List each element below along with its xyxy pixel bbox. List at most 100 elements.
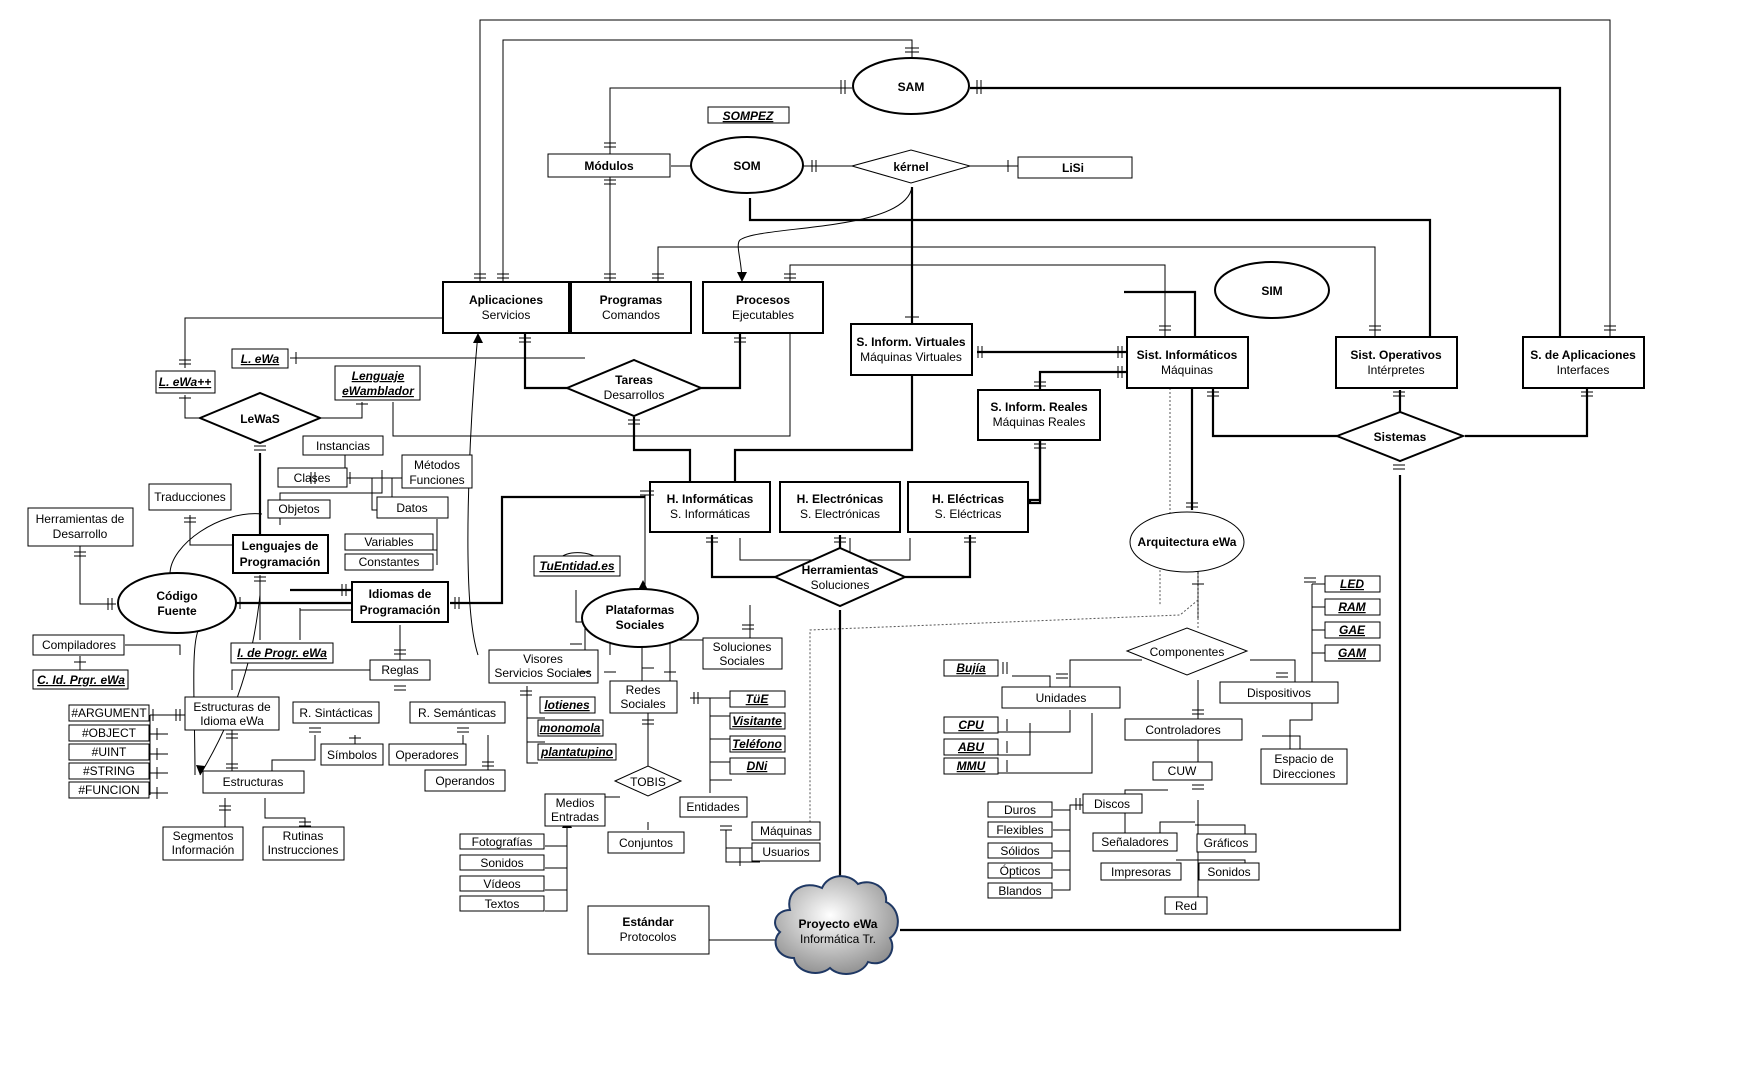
svg-text:Sistemas: Sistemas [1374,430,1427,444]
svg-text:Señaladores: Señaladores [1101,835,1168,849]
entity-programas: Programas Comandos [570,281,692,334]
svg-text:Soluciones: Soluciones [811,578,870,592]
entity-sist-operativos: Sist. Operativos Intérpretes [1335,336,1458,389]
svg-text:#UINT: #UINT [92,745,127,759]
svg-text:Desarrollos: Desarrollos [604,388,665,402]
svg-text:Reglas: Reglas [381,663,418,677]
svg-text:GAE: GAE [1339,623,1366,637]
relation-sistemas: Sistemas [1334,410,1466,463]
entity-soluciones-sociales: Soluciones Sociales [702,637,783,670]
svg-text:Datos: Datos [396,501,427,515]
svg-text:Programación: Programación [240,555,321,569]
relation-herramientas: Herramientas Soluciones [772,546,908,608]
attr-discos-tipos: Duros Flexibles Sólidos Ópticos Blandos [987,801,1053,899]
svg-text:R. Semánticas: R. Semánticas [418,706,496,720]
svg-text:eWamblador: eWamblador [342,384,415,398]
svg-text:Sonidos: Sonidos [480,856,523,870]
entity-discos: Discos [1082,793,1143,814]
entity-estructuras-idioma: Estructuras de Idioma eWa [184,696,280,731]
entity-cuw: CUW [1152,761,1213,781]
svg-text:Variables: Variables [364,535,413,549]
attr-i-de-progr: I. de Progr. eWa [230,642,334,664]
svg-text:Sociales: Sociales [719,654,764,668]
svg-text:S. Inform. Reales: S. Inform. Reales [990,400,1088,414]
svg-text:Vídeos: Vídeos [483,877,520,891]
entity-s-inform-virtuales: S. Inform. Virtuales Máquinas Virtuales [850,323,973,376]
attr-bujia: Bujía [943,659,999,677]
svg-text:Controladores: Controladores [1145,723,1220,737]
svg-text:TüE: TüE [746,692,770,706]
svg-text:ABU: ABU [957,740,984,754]
svg-text:Entradas: Entradas [551,810,599,824]
attr-lenguaje-ewamblador: Lenguaje eWamblador [334,365,421,401]
connectors-thick [230,86,1589,932]
entity-estandar: Estándar Protocolos [587,905,710,955]
attr-servicios-sociales: lotienes monomola plantatupino [537,696,617,761]
svg-text:Desarrollo: Desarrollo [53,527,108,541]
svg-text:GAM: GAM [1338,646,1367,660]
entity-instancias: Instancias [302,435,384,456]
svg-text:H. Informáticas: H. Informáticas [667,492,754,506]
svg-text:TuEntidad.es: TuEntidad.es [539,559,614,573]
svg-text:Herramientas de: Herramientas de [36,512,125,526]
svg-text:Soluciones: Soluciones [713,640,772,654]
svg-text:Usuarios: Usuarios [762,845,809,859]
attr-sompez: SOMPEZ [707,106,790,124]
svg-text:Máquinas: Máquinas [1161,363,1213,377]
svg-text:SOMPEZ: SOMPEZ [723,109,774,123]
svg-text:Estándar: Estándar [622,915,674,929]
svg-text:Sist. Operativos: Sist. Operativos [1350,348,1442,362]
svg-text:Procesos: Procesos [736,293,790,307]
entity-traducciones: Traducciones [148,483,232,511]
svg-text:Métodos: Métodos [414,458,460,472]
relation-componentes: Componentes [1125,627,1249,676]
entity-conjuntos: Conjuntos [607,831,685,854]
svg-text:S. de Aplicaciones: S. de Aplicaciones [1530,348,1636,362]
svg-text:S. Informáticas: S. Informáticas [670,507,750,521]
svg-text:Sonidos: Sonidos [1207,865,1250,879]
svg-text:plantatupino: plantatupino [540,745,613,759]
svg-text:Máquinas Reales: Máquinas Reales [993,415,1086,429]
relation-tobis: TOBIS [613,765,683,797]
svg-text:CPU: CPU [958,718,984,732]
svg-text:SIM: SIM [1261,284,1282,298]
entity-lisi: LiSi [1017,156,1133,179]
svg-text:Componentes: Componentes [1150,645,1225,659]
entity-simbolos: Símbolos [320,743,384,766]
svg-text:#STRING: #STRING [83,764,135,778]
svg-text:L. eWa++: L. eWa++ [159,375,211,389]
svg-text:Gráficos: Gráficos [1204,836,1249,850]
entity-lenguajes-programacion: Lenguajes de Programación [232,534,329,574]
svg-text:#OBJECT: #OBJECT [82,726,137,740]
svg-text:Fotografías: Fotografías [472,835,533,849]
entity-usuarios: Usuarios [751,842,821,862]
svg-text:Impresoras: Impresoras [1111,865,1171,879]
attr-dispositivos: LED RAM GAE GAM [1324,575,1381,662]
svg-text:Visitante: Visitante [732,714,782,728]
entity-constantes: Constantes [344,553,434,571]
attr-tuentidad: TuEntidad.es [533,555,621,577]
svg-text:#FUNCION: #FUNCION [78,783,139,797]
svg-text:Plataformas: Plataformas [606,603,675,617]
svg-text:Traducciones: Traducciones [154,490,226,504]
svg-text:Interfaces: Interfaces [1557,363,1610,377]
relation-tareas: Tareas Desarrollos [564,358,704,418]
entity-operadores: Operadores [388,743,467,766]
svg-text:LED: LED [1340,577,1364,591]
entity-r-sintacticas: R. Sintácticas [292,701,380,724]
svg-text:S. Eléctricas: S. Eléctricas [935,507,1002,521]
entity-procesos: Procesos Ejecutables [702,281,824,334]
svg-text:Módulos: Módulos [584,159,634,173]
entity-visores: Visores Servicios Sociales [488,649,599,684]
svg-text:Medios: Medios [556,796,595,810]
svg-text:Servicios Sociales: Servicios Sociales [494,666,591,680]
svg-text:L. eWa: L. eWa [241,352,280,366]
entity-variables: Variables [344,533,434,551]
svg-text:Operandos: Operandos [435,774,494,788]
cardinality-marks [74,47,1616,831]
connectors-dotted [809,388,1199,825]
entity-plataformas-sociales: Plataformas Sociales [581,588,699,648]
entity-datos: Datos [376,496,449,519]
attr-medios-tipos: Fotografías Sonidos Vídeos Textos [459,833,545,912]
